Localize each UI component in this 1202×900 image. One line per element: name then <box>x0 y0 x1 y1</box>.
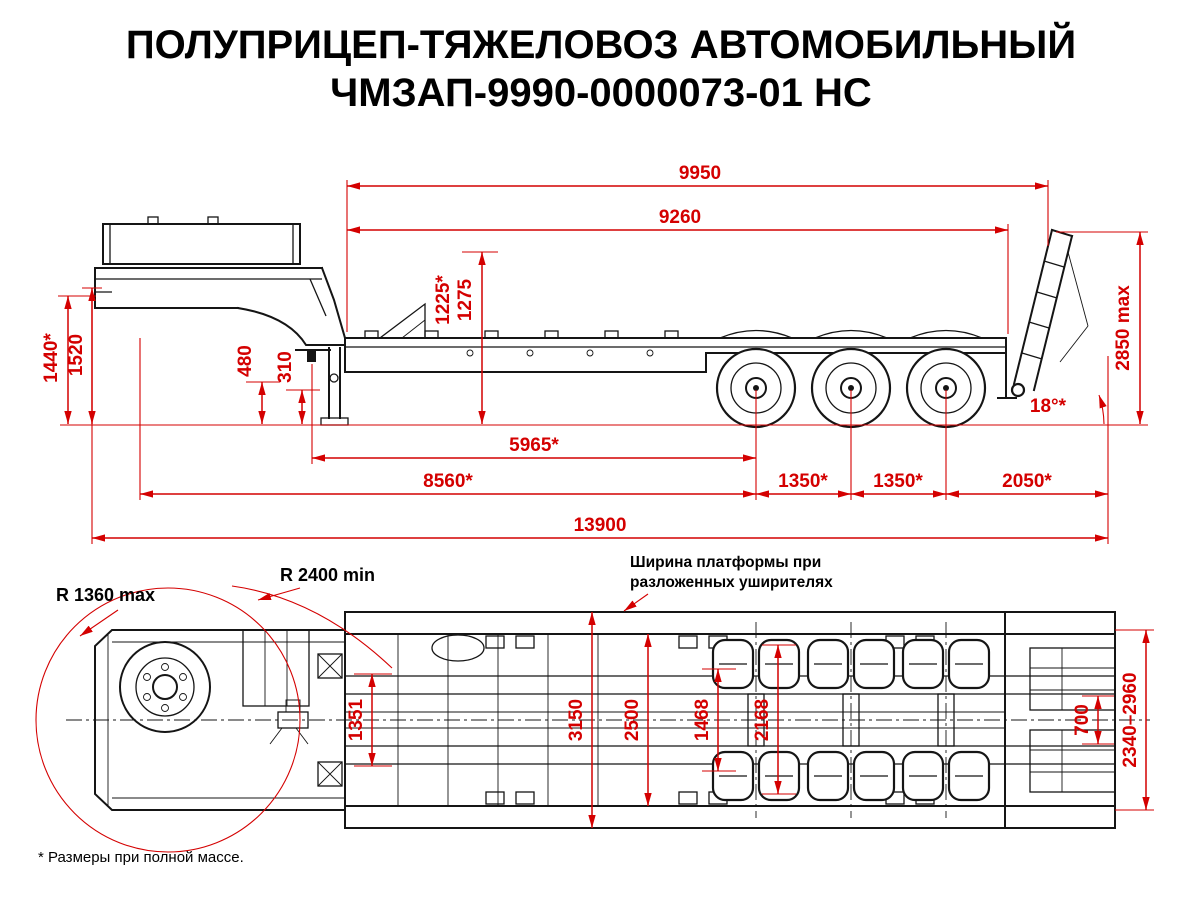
dim-label-1520: 1520 <box>66 334 87 376</box>
dim-label-2168: 2168 <box>752 699 773 741</box>
dim-label-2500: 2500 <box>622 699 643 741</box>
page-title-line1: ПОЛУПРИЦЕП-ТЯЖЕЛОВОЗ АВТОМОБИЛЬНЫЙ <box>126 21 1076 67</box>
radius-label-2400: R 2400 min <box>280 565 375 585</box>
dim-label-1351: 1351 <box>346 698 367 741</box>
radius-label-1360: R 1360 max <box>56 585 155 605</box>
side-view-drawing <box>94 216 1089 429</box>
dim-label-310: 310 <box>275 351 296 383</box>
dim-label-3150: 3150 <box>566 699 587 741</box>
turning-radius-arc-1360 <box>35 587 301 853</box>
side-view-dimensions: 9950 9260 1225* 1275 2850 max 1440* 1520… <box>41 163 1148 544</box>
wheels-side <box>715 347 987 429</box>
top-view-drawing <box>66 611 1150 829</box>
dim-label-2050: 2050* <box>1002 471 1052 492</box>
dim-label-1225: 1225* <box>433 275 454 325</box>
dim-label-1275: 1275 <box>455 278 476 321</box>
rear-ramp <box>1010 228 1089 398</box>
wheel-axle2 <box>810 347 892 429</box>
dim-label-5965: 5965* <box>509 435 559 456</box>
dim-label-1350-second: 1350* <box>873 471 923 492</box>
footnote: * Размеры при полной массе. <box>38 849 244 866</box>
dim-label-1468: 1468 <box>692 699 713 741</box>
dim-label-480: 480 <box>235 345 256 377</box>
dim-label-1350-first: 1350* <box>778 471 828 492</box>
dim-label-700: 700 <box>1072 704 1093 736</box>
dim-label-9950: 9950 <box>679 163 721 184</box>
dim-label-1440: 1440* <box>41 333 62 383</box>
dim-label-8560: 8560* <box>423 471 473 492</box>
gooseneck-bulkhead <box>102 216 301 265</box>
platform-width-note-line2: разложенных уширителях <box>630 574 833 591</box>
dim-label-2340-2960: 2340–2960 <box>1120 672 1141 767</box>
turning-radius-arc-2400 <box>231 585 393 669</box>
page-title-line2: ЧМЗАП-9990-0000073-01 НС <box>330 71 872 115</box>
wheels-plan <box>711 638 991 802</box>
wheel-axle1 <box>715 347 797 429</box>
dim-label-2850: 2850 max <box>1113 285 1134 371</box>
ramp-angle-arc <box>1098 394 1107 425</box>
landing-gear <box>320 347 349 426</box>
top-view-dimensions: R 1360 max R 2400 min Ширина платформы п… <box>35 554 1154 853</box>
wheel-axle3 <box>905 347 987 429</box>
spare-wheel <box>119 641 211 733</box>
gooseneck <box>94 266 347 362</box>
dim-label-ramp-angle: 18°* <box>1030 396 1067 417</box>
main-deck <box>344 302 1017 399</box>
title-block: ПОЛУПРИЦЕП-ТЯЖЕЛОВОЗ АВТОМОБИЛЬНЫЙ ЧМЗАП… <box>126 21 1076 115</box>
platform-width-note-line1: Ширина платформы при <box>630 554 821 571</box>
dim-label-13900: 13900 <box>574 515 627 536</box>
dim-label-9260: 9260 <box>659 207 701 228</box>
